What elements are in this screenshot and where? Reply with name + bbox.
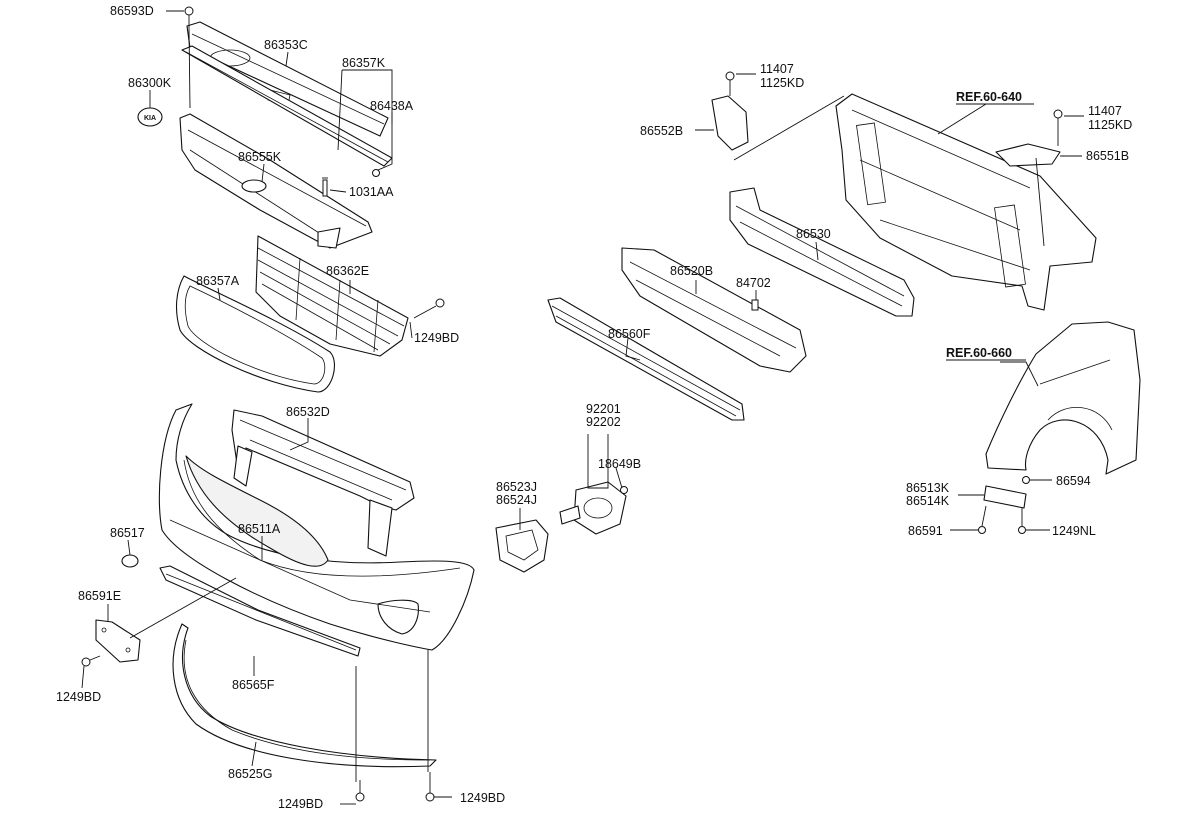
screw-18649b <box>620 486 628 494</box>
screw-1249bd-bottom1 <box>355 780 365 802</box>
leader-lines <box>81 10 1084 805</box>
label-92201: 92201 <box>586 402 621 416</box>
label-1125kd-b: 1125KD <box>1088 118 1132 132</box>
label-86560f: 86560F <box>608 327 651 341</box>
clip-86594 <box>1022 476 1030 484</box>
front-bumper-cover <box>158 403 475 651</box>
kia-emblem-text: KIA <box>144 115 156 122</box>
label-86438a: 86438A <box>370 99 414 113</box>
bumper-bracket-left <box>711 95 749 151</box>
ref-60-640-label: REF.60-640 <box>956 90 1022 104</box>
label-86551b: 86551B <box>1086 149 1129 163</box>
clip-84702 <box>751 299 759 311</box>
label-86552b: 86552B <box>640 124 683 138</box>
label-86530: 86530 <box>796 227 831 241</box>
ref-60-660-label: REF.60-660 <box>946 346 1012 360</box>
label-86300k: 86300K <box>128 76 172 90</box>
label-1249nl: 1249NL <box>1052 524 1096 538</box>
label-86594: 86594 <box>1056 474 1091 488</box>
part-number-labels: 86593D 86353C 86357K 86300K 86438A 86555… <box>56 4 1132 811</box>
label-11407-b: 11407 <box>1088 104 1122 118</box>
label-86524j: 86524J <box>496 493 537 507</box>
label-86511a: 86511A <box>238 522 281 536</box>
label-86357k: 86357K <box>342 56 386 70</box>
label-86555k: 86555K <box>238 150 282 164</box>
label-1249bd-bottom2: 1249BD <box>460 791 505 805</box>
label-84702: 84702 <box>736 276 771 290</box>
bumper-lower-skid <box>159 565 361 657</box>
label-86520b: 86520B <box>670 264 713 278</box>
label-86525g: 86525G <box>228 767 272 781</box>
energy-absorber <box>621 247 807 373</box>
front-end-carrier <box>835 93 1097 311</box>
label-86591e: 86591E <box>78 589 121 603</box>
screw-86593d <box>184 6 194 28</box>
screw-1249nl <box>1018 508 1026 534</box>
label-1249bd-left: 1249BD <box>56 690 101 704</box>
label-86514k: 86514K <box>906 494 950 508</box>
fender-bracket <box>983 485 1027 509</box>
screw-1249bd-grille <box>413 298 445 319</box>
lower-grille <box>547 297 745 421</box>
clip-86438a <box>372 169 380 177</box>
label-86513k: 86513K <box>906 481 950 495</box>
bolt-11407-a <box>725 71 735 96</box>
bumper-beam <box>729 187 915 317</box>
label-86565f: 86565F <box>232 678 275 692</box>
screw-1249bd-bottom2 <box>425 772 435 802</box>
label-86353c: 86353C <box>264 38 308 52</box>
license-plate-bracket <box>95 619 141 663</box>
screw-1249bd-left <box>81 655 101 667</box>
label-86357a: 86357A <box>196 274 240 288</box>
label-86532d: 86532D <box>286 405 330 419</box>
label-86517: 86517 <box>110 526 145 540</box>
grille-face <box>179 113 373 249</box>
label-1125kd-a: 1125KD <box>760 76 804 90</box>
grille-garnish-ring <box>175 275 335 393</box>
fog-lamp <box>559 481 627 535</box>
bolt-11407-b <box>1053 109 1063 146</box>
label-1249bd-grille: 1249BD <box>414 331 459 345</box>
label-86362e: 86362E <box>326 264 369 278</box>
screw-1031aa <box>322 177 328 197</box>
screw-86591 <box>978 505 987 534</box>
label-86591: 86591 <box>908 524 943 538</box>
kia-emblem: KIA <box>137 107 163 127</box>
fog-lamp-bezel <box>495 519 549 573</box>
label-1031aa: 1031AA <box>349 185 394 199</box>
reference-labels: REF.60-640 REF.60-660 <box>946 90 1034 361</box>
label-1249bd-bottom1: 1249BD <box>278 797 323 811</box>
front-fender <box>985 321 1141 475</box>
label-86523j: 86523J <box>496 480 537 494</box>
bumper-mounting-bracket <box>231 409 415 557</box>
label-11407-a: 11407 <box>760 62 794 76</box>
bumper-bracket-right <box>995 143 1061 167</box>
tow-hook-cap <box>121 554 139 568</box>
label-86593d: 86593D <box>110 4 154 18</box>
radiator-grille <box>255 235 409 357</box>
bumper-lower-lip <box>172 623 437 768</box>
label-92202: 92202 <box>586 415 621 429</box>
label-18649b: 18649B <box>598 457 641 471</box>
leader-86593d-down <box>188 27 191 109</box>
